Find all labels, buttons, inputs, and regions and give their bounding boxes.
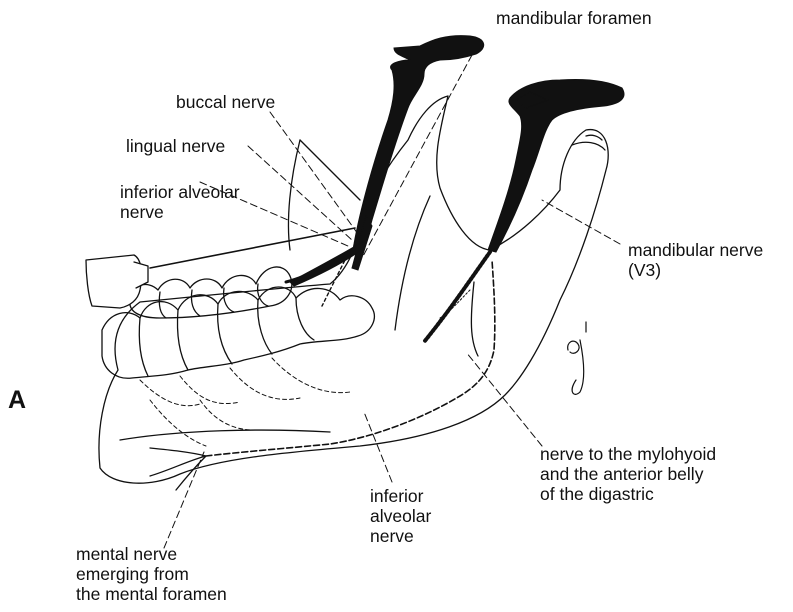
syringe xyxy=(86,228,355,308)
panel-letter: A xyxy=(8,386,26,415)
trigeminal-nerve-left xyxy=(353,36,483,253)
label-mandibular-foramen: mandibular foramen xyxy=(496,8,652,28)
label-mandibular-nerve-v3: mandibular nerve (V3) xyxy=(628,240,763,280)
label-inferior-alveolar-nerve-top: inferior alveolar nerve xyxy=(120,182,240,222)
label-nerve-to-mylohyoid: nerve to the mylohyoid and the anterior … xyxy=(540,444,716,504)
label-mental-nerve: mental nerve emerging from the mental fo… xyxy=(76,544,227,604)
mylohyoid-nerve xyxy=(424,252,490,342)
label-inferior-alveolar-nerve-bottom: inferior alveolar nerve xyxy=(370,486,431,546)
label-buccal-nerve: buccal nerve xyxy=(176,92,275,112)
label-lingual-nerve: lingual nerve xyxy=(126,136,225,156)
artist-signature xyxy=(568,322,586,394)
trigeminal-nerve-right xyxy=(488,79,624,252)
